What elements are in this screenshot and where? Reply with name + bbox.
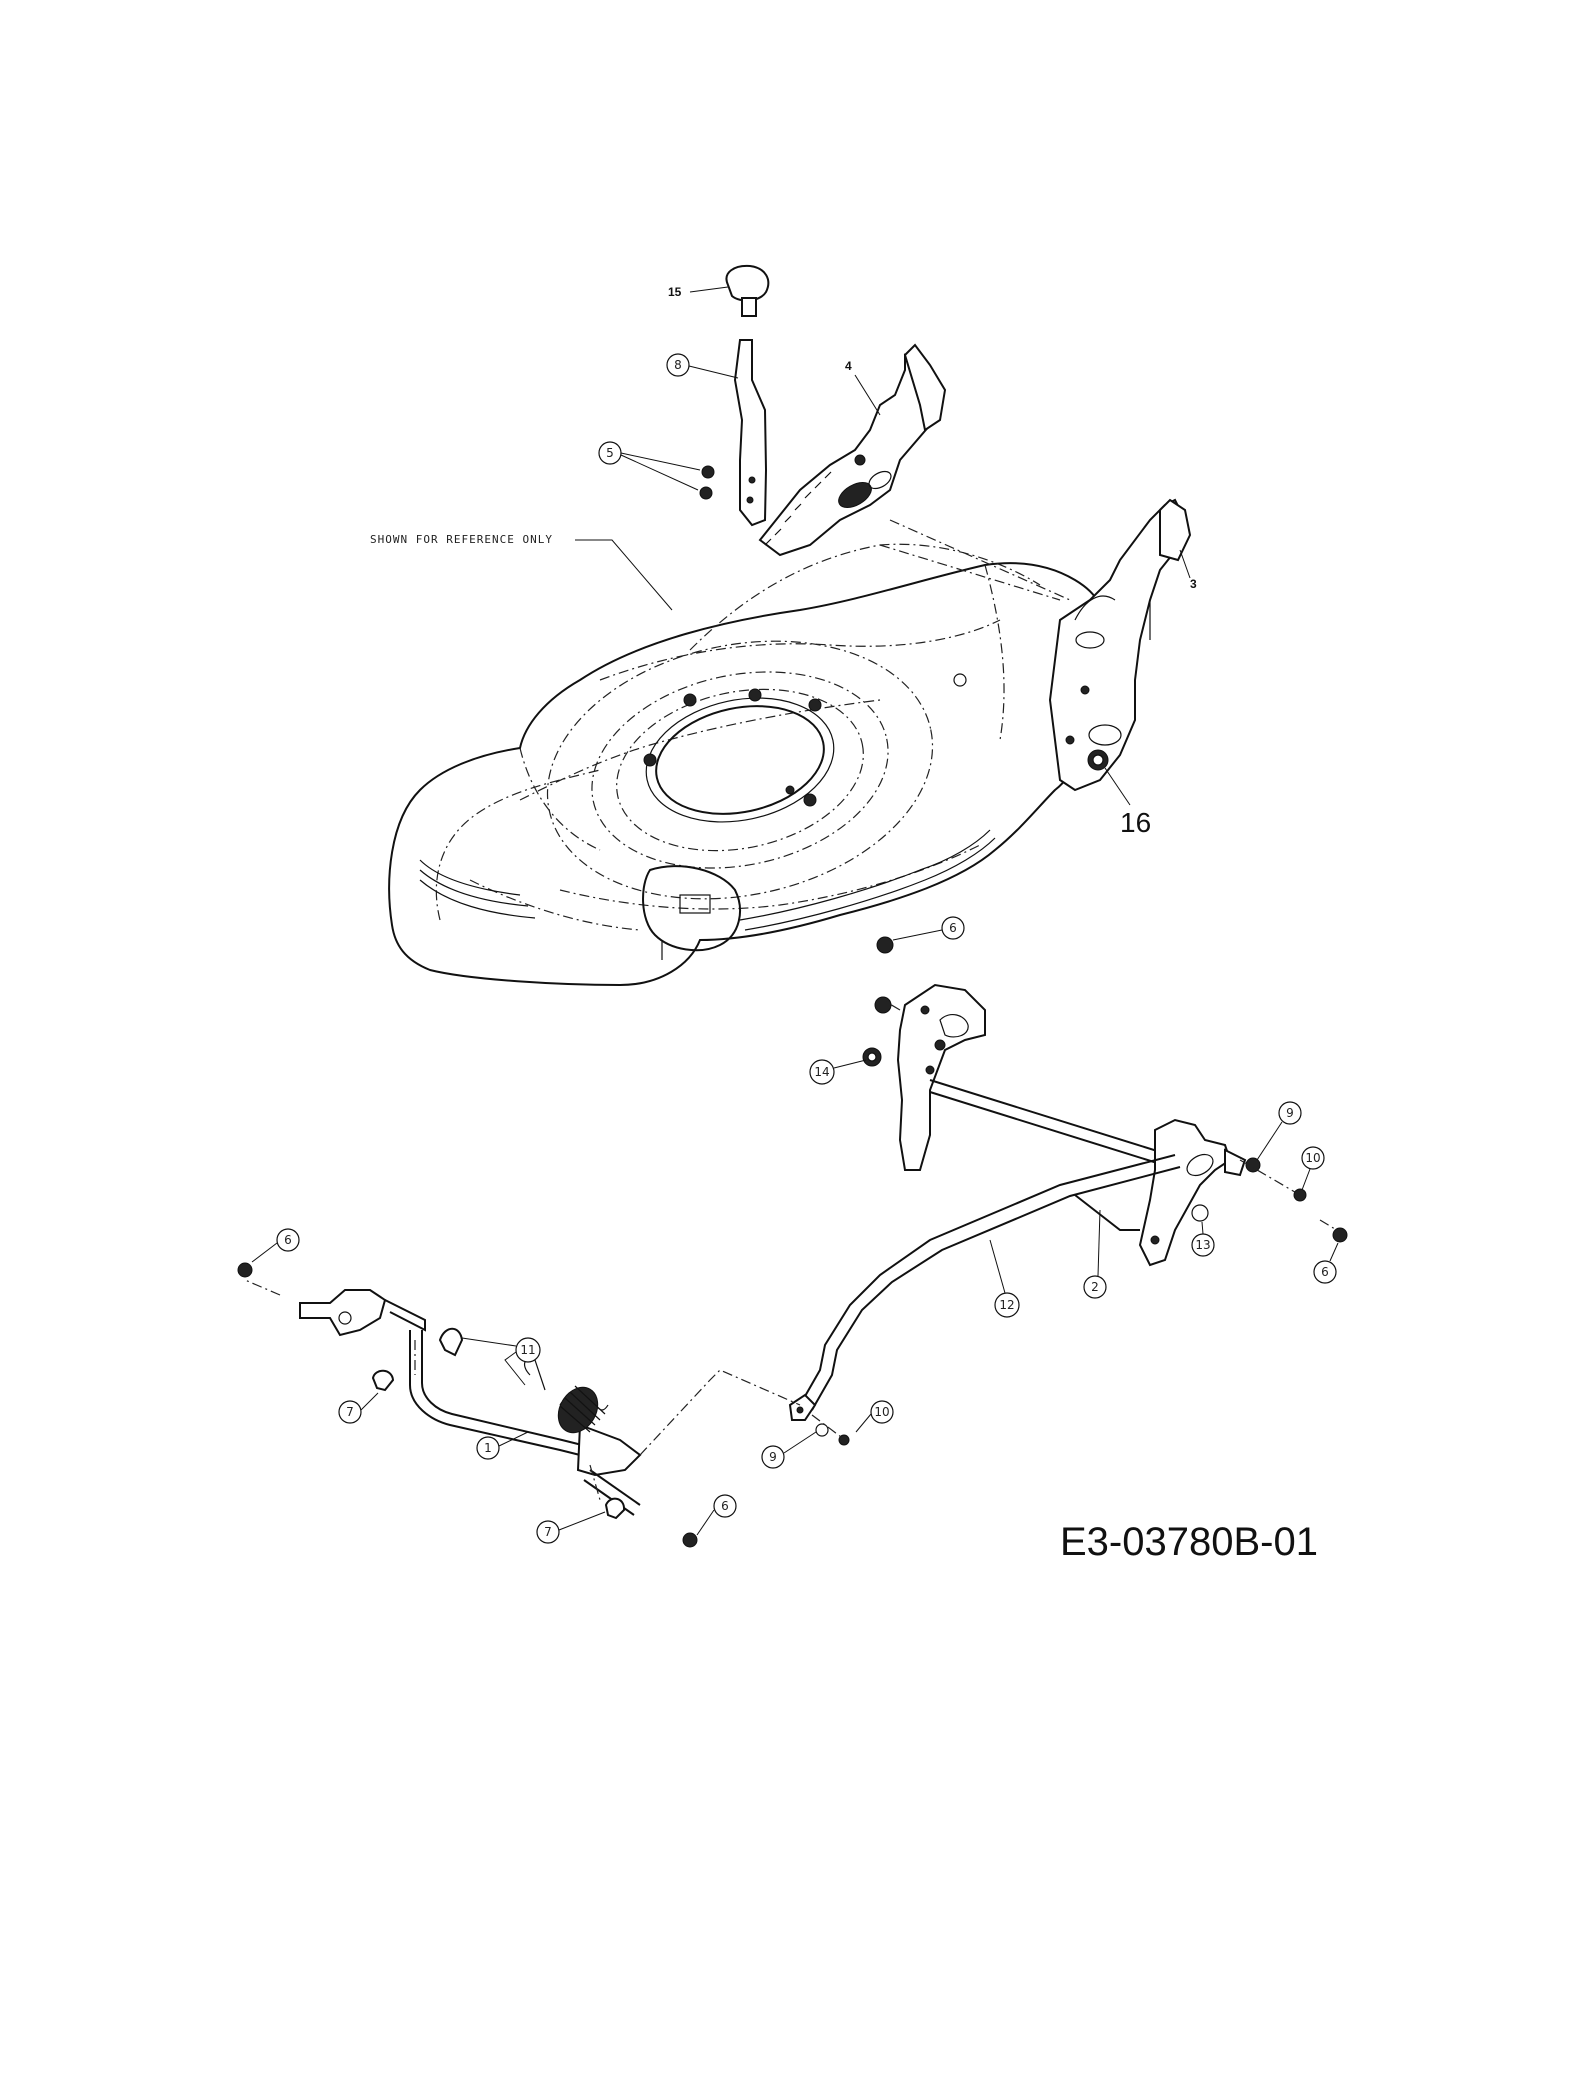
callouts: 15 8 4 5 3 16 SHOWN FOR REFERENCE ONLY 6… <box>251 285 1339 1544</box>
callout-15: 15 <box>668 285 682 299</box>
adjuster-lever <box>733 339 768 527</box>
axle-rod <box>929 1079 1171 1168</box>
callout-13: 13 <box>1195 1238 1210 1252</box>
callout-14: 14 <box>814 1065 829 1079</box>
mower-deck <box>388 543 1102 987</box>
rear-lift-bar <box>788 1154 1181 1421</box>
clip-11 <box>438 1327 464 1357</box>
callout-2: 2 <box>1091 1280 1099 1294</box>
reference-note: SHOWN FOR REFERENCE ONLY <box>370 533 553 546</box>
right-bracket <box>1138 1118 1247 1267</box>
callout-10-bottom: 10 <box>874 1405 889 1419</box>
callout-6-deck: 6 <box>949 921 957 935</box>
callout-6-right: 6 <box>1321 1265 1329 1279</box>
callout-8: 8 <box>674 358 682 372</box>
clip-7-bottom <box>604 1497 626 1520</box>
callout-11: 11 <box>520 1343 535 1357</box>
callout-5: 5 <box>606 446 614 460</box>
left-axle <box>299 1289 642 1516</box>
link-rod-2 <box>1074 1194 1140 1231</box>
callout-9-top: 9 <box>1286 1106 1294 1120</box>
deck-lugs <box>643 673 967 807</box>
alignment-lines <box>244 519 1346 1501</box>
right-height-adjuster <box>1048 498 1192 792</box>
callout-6-left: 6 <box>284 1233 292 1247</box>
callout-9-bottom: 9 <box>769 1450 777 1464</box>
callout-10-top: 10 <box>1305 1151 1320 1165</box>
callout-12: 12 <box>999 1298 1014 1312</box>
callout-6-bottom: 6 <box>721 1499 729 1513</box>
bracket-plate <box>896 983 986 1171</box>
callout-16: 16 <box>1120 807 1151 838</box>
callout-3: 3 <box>1190 577 1197 591</box>
callout-7-top: 7 <box>346 1405 354 1419</box>
fasteners <box>237 996 1348 1548</box>
diagram-code: E3-03780B-01 <box>1060 1520 1318 1564</box>
callout-4: 4 <box>845 359 852 373</box>
clip-7-top <box>371 1369 395 1392</box>
callout-7-bottom: 7 <box>544 1525 552 1539</box>
left-height-adjuster <box>758 343 947 557</box>
knob <box>725 264 770 317</box>
spring <box>523 1358 609 1434</box>
screws-5 <box>699 465 715 500</box>
callout-1: 1 <box>484 1441 492 1455</box>
